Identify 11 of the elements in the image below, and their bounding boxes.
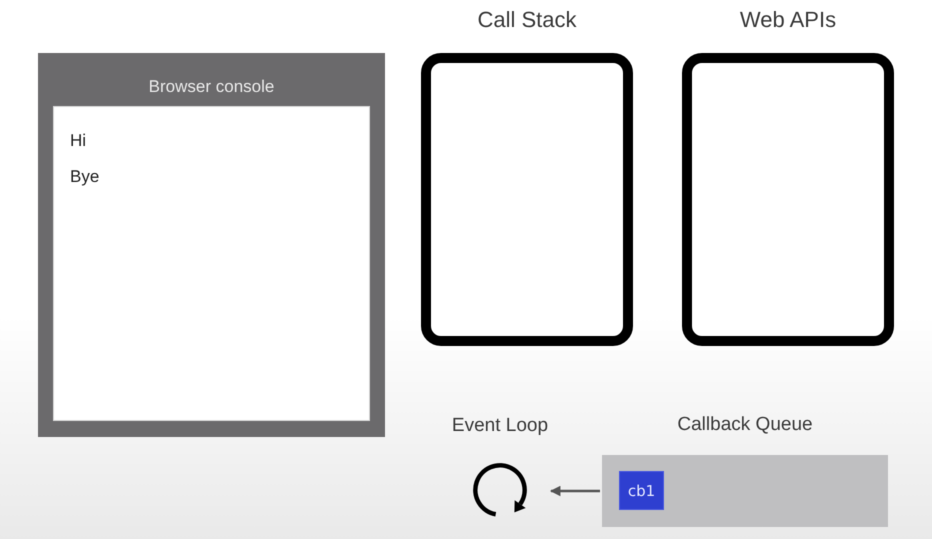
queue-item: cb1 [619, 471, 664, 510]
arrow [550, 486, 600, 496]
console-panel [38, 53, 385, 437]
section-title: Event Loop [452, 414, 548, 438]
console-output-line: Bye [70, 166, 100, 188]
section-title: Web APIs [740, 6, 836, 34]
section-title: Callback Queue [677, 413, 813, 437]
panel-title: Browser console [148, 76, 274, 98]
console-output-area [53, 106, 370, 421]
console-output-line: Hi [70, 130, 86, 152]
section-title: Call Stack [477, 6, 577, 34]
